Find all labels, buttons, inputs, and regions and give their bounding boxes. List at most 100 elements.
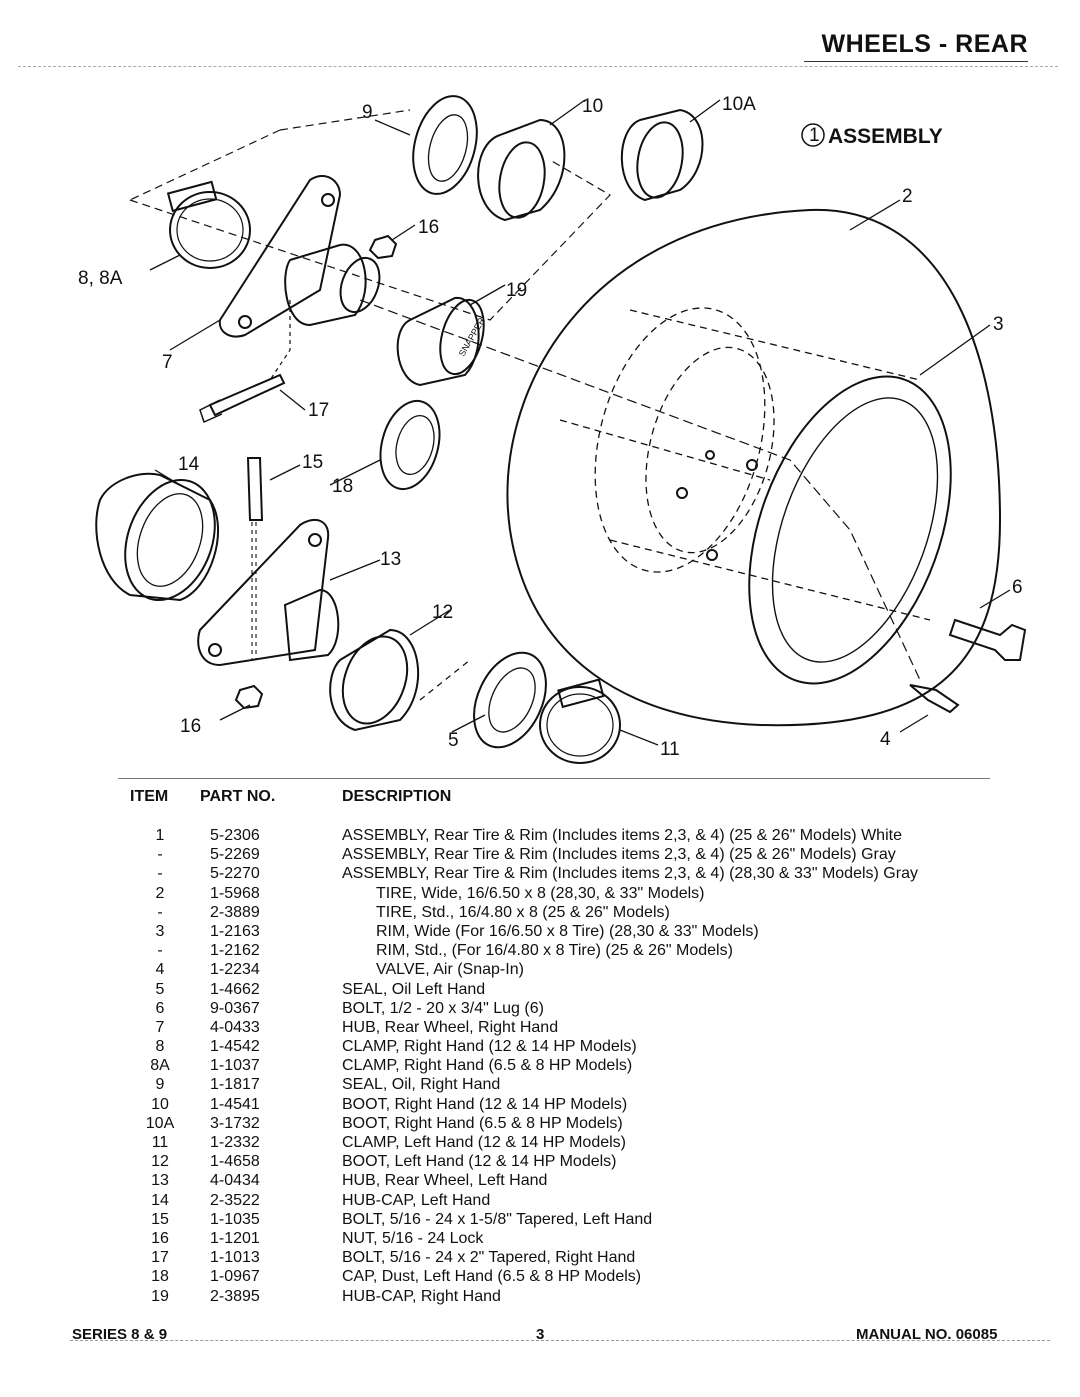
callout-4: 4 (880, 729, 891, 750)
part-description: HUB, Rear Wheel, Right Hand (342, 1018, 559, 1036)
valve-stem (909, 684, 960, 714)
part-description: BOOT, Right Hand (6.5 & 8 HP Models) (342, 1114, 623, 1132)
callout-10a: 10A (722, 94, 756, 115)
part-number: 1-0967 (210, 1268, 260, 1286)
oil-seal-left (473, 651, 547, 749)
item-number: 7 (155, 1018, 165, 1036)
lock-nut-top (368, 234, 398, 260)
hubcap-left (95, 472, 219, 602)
part-number: 2-3889 (210, 903, 260, 921)
part-number: 1-2162 (210, 942, 260, 960)
item-number: 8A (150, 1057, 170, 1075)
part-description: HUB-CAP, Right Hand (342, 1287, 501, 1305)
part-number: 4-0434 (210, 1172, 260, 1190)
table-top-rule (118, 778, 990, 779)
callout-6: 6 (1012, 577, 1023, 598)
part-number: 1-1817 (210, 1076, 260, 1094)
table-row: 5 1-4662 SEAL, Oil Left Hand (120, 980, 1020, 999)
item-number: 10 (151, 1095, 169, 1113)
item-number: - (157, 865, 163, 883)
callout-10: 10 (582, 96, 603, 117)
footer-rule (70, 1340, 1050, 1341)
part-number: 1-1201 (210, 1229, 260, 1247)
dust-cap (379, 399, 441, 491)
part-number: 2-3895 (210, 1287, 260, 1305)
clamp-left (539, 686, 621, 764)
assembly-number-circle (801, 123, 825, 147)
item-number: - (157, 942, 163, 960)
callout-17: 17 (308, 400, 329, 421)
item-number: 12 (151, 1153, 169, 1171)
part-number: 5-2306 (210, 827, 260, 844)
part-description: ASSEMBLY, Rear Tire & Rim (Includes item… (342, 846, 896, 864)
assembly-number: 1 (809, 125, 820, 146)
item-number: 4 (155, 961, 165, 979)
table-row: 10 1-4541 BOOT, Right Hand (12 & 14 HP Mod… (120, 1095, 1020, 1114)
tapered-bolt-right (208, 373, 286, 417)
assembly-label: ASSEMBLY (828, 125, 943, 148)
table-row: 7 4-0433 HUB, Rear Wheel, Right Hand (120, 1018, 1020, 1037)
boot-right-alt (620, 108, 704, 202)
part-description: VALVE, Air (Snap-In) (376, 961, 524, 979)
table-row: 12 1-4658 BOOT, Left Hand (12 & 14 HP Mode… (120, 1152, 1020, 1171)
callout-8-8a: 8, 8A (78, 268, 123, 289)
part-description: TIRE, Wide, 16/6.50 x 8 (28,30, & 33" Mo… (376, 884, 705, 902)
part-number: 1-5968 (210, 884, 260, 902)
header-description: DESCRIPTION (342, 788, 452, 805)
part-description: HUB-CAP, Left Hand (342, 1191, 491, 1209)
part-number: 3-1732 (210, 1114, 260, 1132)
rim-outer (748, 375, 952, 685)
part-number: 5-2270 (210, 865, 260, 883)
part-description: CLAMP, Right Hand (6.5 & 8 HP Models) (342, 1057, 633, 1075)
part-number: 1-4658 (210, 1153, 260, 1171)
part-description: SEAL, Oil, Right Hand (342, 1076, 501, 1094)
item-number: 9 (155, 1076, 165, 1094)
part-number: 4-0433 (210, 1018, 260, 1036)
item-number: 19 (151, 1287, 169, 1305)
callout-16-top: 16 (418, 217, 439, 238)
callout-19: 19 (506, 280, 527, 301)
part-description: BOLT, 5/16 - 24 x 1-5/8" Tapered, Left H… (342, 1210, 653, 1228)
clamp-right (169, 191, 251, 269)
lock-nut-bottom (234, 684, 264, 710)
callout-16-bottom: 16 (180, 716, 201, 737)
callout-7: 7 (162, 352, 173, 373)
exploded-parts-diagram: SNAPPER 1 ASSEMBLY 9 10 10A 2 16 8, 8A 1… (78, 94, 1027, 764)
callout-18: 18 (332, 476, 353, 497)
part-description: SEAL, Oil Left Hand (342, 980, 486, 998)
hub-left-hand (197, 518, 330, 667)
part-description: HUB, Rear Wheel, Left Hand (342, 1172, 548, 1190)
footer-series: SERIES 8 & 9 (72, 1326, 168, 1343)
item-number: - (157, 903, 163, 921)
part-description: NUT, 5/16 - 24 Lock (342, 1229, 484, 1247)
footer-page-number: 3 (536, 1326, 545, 1343)
callout-9: 9 (362, 102, 373, 123)
part-number: 5-2269 (210, 846, 260, 864)
part-number: 1-2332 (210, 1134, 260, 1151)
table-row: 9 1-1817 SEAL, Oil, Right Hand (120, 1075, 1020, 1094)
part-description: BOOT, Left Hand (12 & 14 HP Models) (342, 1153, 617, 1171)
part-number: 1-4662 (210, 980, 260, 998)
part-description: BOOT, Right Hand (12 & 14 HP Models) (342, 1095, 628, 1113)
part-description: CLAMP, Left Hand (12 & 14 HP Models) (342, 1134, 626, 1151)
part-number: 1-4541 (210, 1095, 260, 1113)
part-description: CLAMP, Right Hand (12 & 14 HP Models) (342, 1038, 637, 1056)
tapered-bolt-left (246, 457, 264, 521)
hub-right-hand (218, 175, 342, 338)
boot-left (329, 628, 420, 732)
page-title: WHEELS - REAR (803, 30, 1028, 62)
table-row: 19 2-3895 HUB-CAP, Right Hand (120, 1287, 1020, 1306)
item-number: 5 (155, 980, 165, 998)
item-number: 8 (155, 1038, 165, 1056)
